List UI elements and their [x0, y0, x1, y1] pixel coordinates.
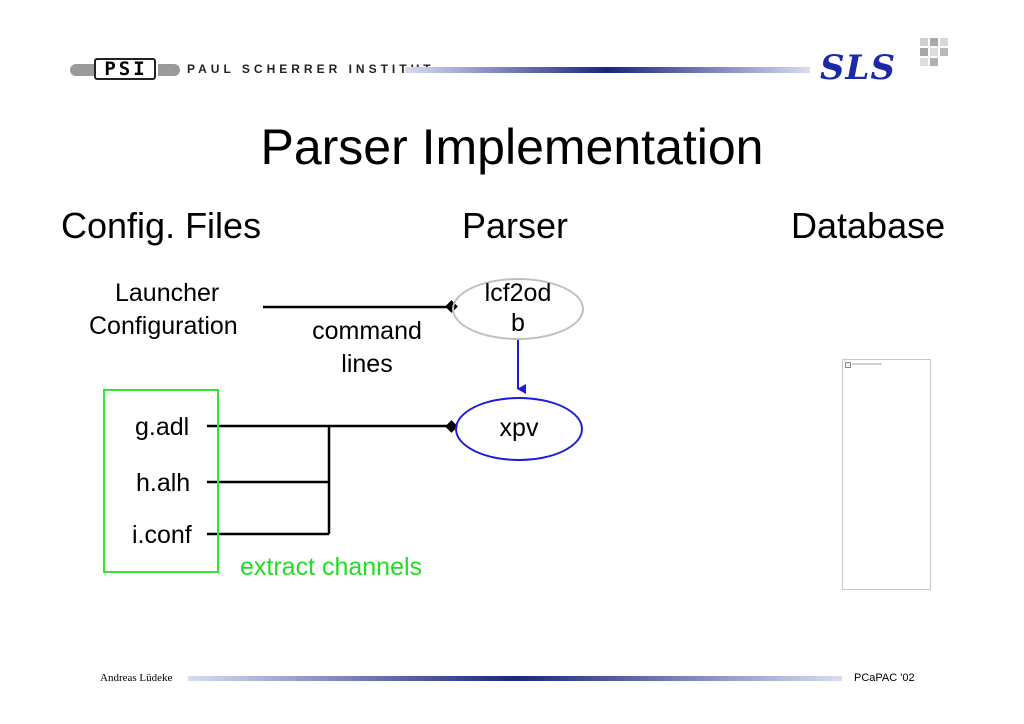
column-heading-config: Config. Files [61, 205, 262, 246]
broken-image-icon [845, 362, 851, 368]
placeholder-caption-line [852, 363, 882, 365]
footer-event: PCaPAC '02 [854, 672, 915, 684]
psi-logo-text: PSI [104, 58, 148, 80]
sls-logo-text: SLS [820, 48, 897, 88]
psi-logo: PSI [70, 58, 180, 82]
header-rule [405, 67, 810, 73]
launcher-label-line2: Configuration [89, 312, 238, 340]
xpv-label: xpv [499, 414, 539, 442]
column-heading-database: Database [791, 205, 946, 246]
extract-channels-label: extract channels [240, 553, 423, 581]
lcf2odb-label: lcf2od b [452, 278, 584, 338]
command-lines-label: command lines [300, 315, 434, 381]
lcf2odb-node [452, 278, 584, 340]
column-heading-parser: Parser [462, 205, 569, 246]
footer-author: Andreas Lüdeke [100, 672, 173, 684]
file-i-conf: i.conf [132, 521, 192, 549]
sls-logo: SLS [820, 38, 950, 88]
footer-rule [188, 676, 842, 681]
file1-diamond [445, 420, 458, 433]
lcf2odb-line2: b [511, 309, 525, 337]
file-g-adl: g.adl [135, 413, 190, 441]
command-lines-line2: lines [341, 350, 393, 378]
database-image-placeholder [842, 359, 931, 590]
institute-name: PAUL SCHERRER INSTITUT [187, 62, 435, 76]
sls-logo-squares [920, 38, 948, 66]
file-h-alh: h.alh [136, 469, 191, 497]
command-lines-line1: command [312, 317, 422, 345]
xpv-node [455, 397, 583, 461]
launcher-label-line1: Launcher [115, 279, 220, 307]
config-files-group [103, 389, 219, 573]
lcf2odb-line1: lcf2od [484, 279, 552, 307]
slide-title: Parser Implementation [260, 119, 764, 175]
